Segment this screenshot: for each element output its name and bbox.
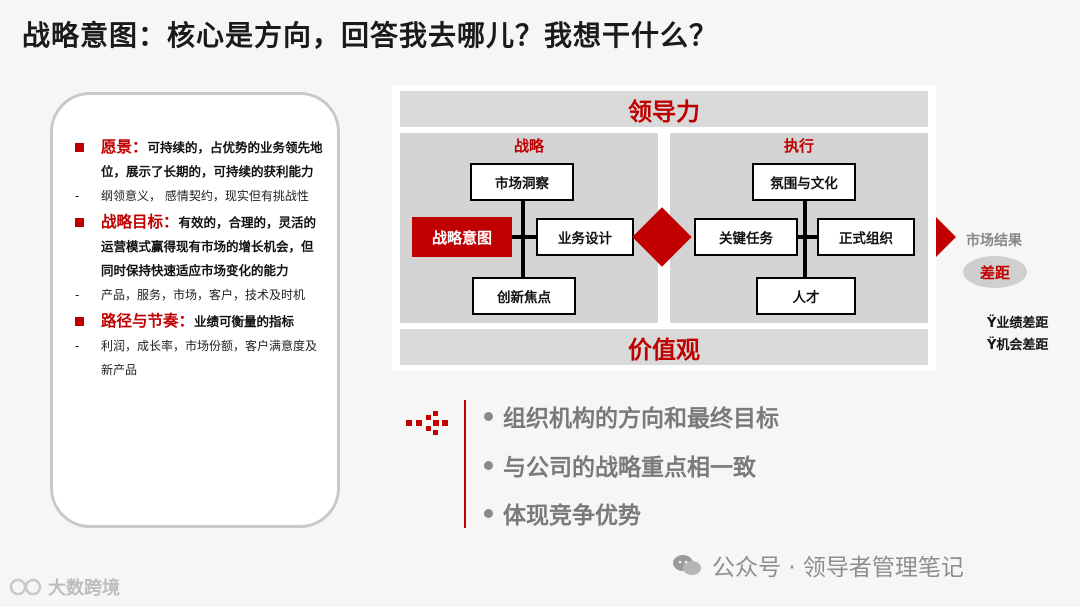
bullet-text: 体现竞争优势 <box>503 503 641 529</box>
page-title: 战略意图：核心是方向，回答我去哪儿？我想干什么？ <box>22 19 719 52</box>
path-item: 路径与节奏：业绩可衡量的指标 <box>75 309 325 334</box>
vision-text: 可持续的，占优势的业务领先地位，展示了长期的，可持续的获利能力 <box>101 140 323 179</box>
opportunity-gap: Ÿ机会差距 <box>987 338 1049 353</box>
dot-bullet-icon <box>484 412 493 421</box>
innovation-focus-node: 创新焦点 <box>472 277 576 315</box>
vision-heading: 愿景： <box>101 138 148 156</box>
critical-tasks-node: 关键任务 <box>694 218 798 256</box>
square-bullet-icon <box>75 317 84 326</box>
bullet-text: 组织机构的方向和最终目标 <box>503 406 779 432</box>
path-sub: -利润，成长率，市场份额，客户满意度及新产品 <box>75 339 318 377</box>
execution-connector <box>737 235 877 239</box>
goal-item: 战略目标：有效的，合理的，灵活的运营模式赢得现有市场的增长机会，但同时保持快速适… <box>75 210 325 283</box>
goal-sub: -产品，服务，市场，客户，技术及时机 <box>75 288 306 302</box>
strategy-title: 战略 <box>513 137 544 155</box>
square-bullet-icon <box>75 218 84 227</box>
dot-bullet-icon <box>484 461 493 470</box>
execution-title: 执行 <box>783 137 814 155</box>
watermark-text: 公众号 · 领导者管理笔记 <box>712 555 964 581</box>
vision-sub: -纲领意义， 感情契约，现实但有挑战性 <box>75 189 309 203</box>
path-heading: 路径与节奏： <box>101 312 195 330</box>
bullet-point: 与公司的战略重点相一致 <box>484 448 756 482</box>
performance-gap: Ÿ业绩差距 <box>987 316 1049 331</box>
leadership-bar: 领导力 <box>400 91 928 127</box>
path-sub-text: 利润，成长率，市场份额，客户满意度及新产品 <box>101 339 318 377</box>
vision-sub-text: 纲领意义， 感情契约，现实但有挑战性 <box>101 189 309 203</box>
dot-bullet-icon <box>484 509 493 518</box>
goal-sub-text: 产品，服务，市场，客户，技术及时机 <box>101 288 306 302</box>
talent-node: 人才 <box>756 277 856 315</box>
climate-culture-node: 氛围与文化 <box>752 163 856 201</box>
path-text: 业绩可衡量的指标 <box>194 314 295 329</box>
brand-logo-icon <box>9 578 42 596</box>
business-design-node: 业务设计 <box>536 218 634 256</box>
intent-panel: 愿景：可持续的，占优势的业务领先地位，展示了长期的，可持续的获利能力 -纲领意义… <box>50 92 340 528</box>
strategy-connector <box>462 235 592 239</box>
bullet-point: 组织机构的方向和最终目标 <box>484 399 779 433</box>
wechat-watermark: 公众号 · 领导者管理笔记 <box>672 548 964 582</box>
gap-badge: 差距 <box>963 256 1027 288</box>
brand-text: 大数跨境 <box>48 578 120 599</box>
market-insight-node: 市场洞察 <box>470 163 574 201</box>
strategic-intent-node: 战略意图 <box>412 217 512 257</box>
dotted-arrow-icon <box>406 411 448 435</box>
arrow-right-icon <box>936 217 956 257</box>
goal-heading: 战略目标： <box>101 213 179 231</box>
brand-watermark: 大数跨境 <box>8 574 120 600</box>
vision-item: 愿景：可持续的，占优势的业务领先地位，展示了长期的，可持续的获利能力 <box>75 135 325 184</box>
goal-text: 有效的，合理的，灵活的运营模式赢得现有市场的增长机会，但同时保持快速适应市场变化… <box>101 215 317 278</box>
market-result-label: 市场结果 <box>966 233 1022 249</box>
square-bullet-icon <box>75 143 84 152</box>
bullet-point: 体现竞争优势 <box>484 496 641 530</box>
formal-organization-node: 正式组织 <box>817 218 915 256</box>
divider-line <box>464 400 466 528</box>
values-bar: 价值观 <box>400 329 928 365</box>
wechat-icon <box>673 555 701 575</box>
bullet-text: 与公司的战略重点相一致 <box>503 455 756 481</box>
